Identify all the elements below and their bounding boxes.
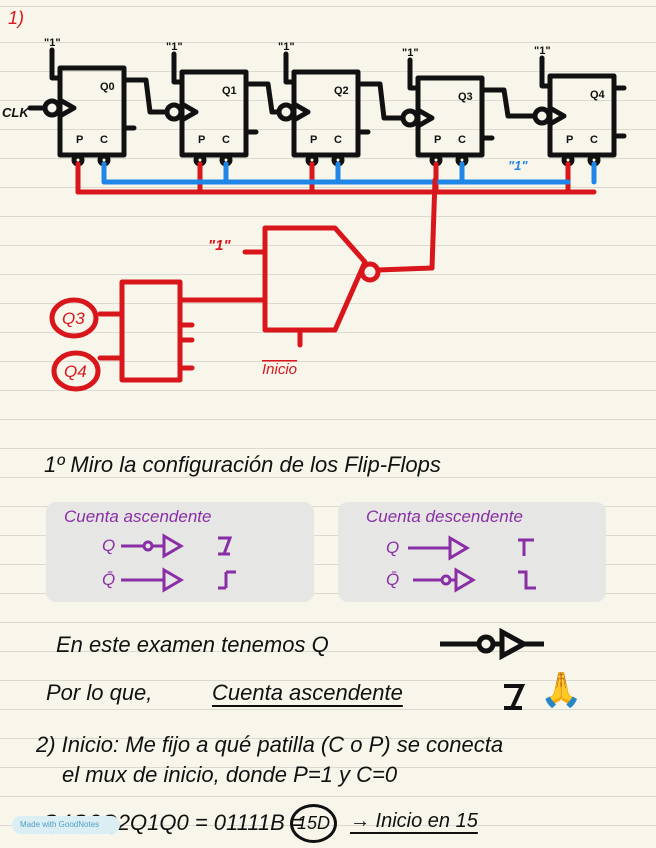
- q3-input-circle: [49, 297, 99, 339]
- clock-inverter-bubble: [532, 106, 552, 126]
- clk-label: CLK: [2, 105, 30, 120]
- high-input-label: "1": [534, 45, 551, 57]
- preset-label: P: [434, 134, 441, 146]
- clock-inverter-bubble: [400, 108, 420, 128]
- clock-inverter-bubble: [42, 98, 62, 118]
- section-marker: 1): [8, 8, 24, 28]
- goodnotes-watermark: Made with GoodNotes: [12, 816, 120, 834]
- preset-label: P: [566, 134, 573, 146]
- desc-qbar-label: Q̄: [386, 570, 400, 589]
- clear-high-label: "1": [508, 158, 528, 173]
- conclusion-prefix: Por lo que,: [46, 680, 153, 705]
- q-output-label: Q4: [590, 89, 606, 101]
- desc-clock-symbols: [408, 535, 536, 593]
- ascending-title: Cuenta ascendente: [64, 507, 212, 526]
- clock-input-icon: [179, 101, 199, 123]
- falling-edge-icon: [218, 536, 233, 556]
- gate-high-label: "1": [208, 237, 231, 254]
- clock-inverter-bubble: [164, 102, 184, 122]
- preset-label: P: [310, 134, 317, 146]
- step2-line1: 2) Inicio: Me fijo a qué patilla (C o P)…: [36, 732, 504, 757]
- desc-q-label: Q: [386, 538, 400, 557]
- descending-count-box: Cuenta descendente Q Q̄: [338, 502, 606, 602]
- high-input-label: "1": [402, 47, 419, 59]
- q-output-label: Q0: [100, 81, 115, 93]
- descending-title: Cuenta descendente: [366, 507, 523, 526]
- clear-label: C: [334, 134, 342, 146]
- q3-label: Q3: [62, 309, 85, 328]
- rising-edge-icon: [518, 538, 534, 556]
- preset-label: P: [76, 134, 83, 146]
- rising-edge-icon: [218, 570, 236, 590]
- clear-label: C: [222, 134, 230, 146]
- step1-title: 1º Miro la configuración de los Flip-Flo…: [44, 452, 441, 477]
- clock-input-icon: [415, 107, 435, 129]
- asc-qbar-label: Q̄: [102, 570, 116, 589]
- high-input-label: "1": [278, 41, 295, 53]
- clock-inverter-bubble: [276, 102, 296, 122]
- q-output-label: Q1: [222, 85, 237, 97]
- asc-clock-symbols: [121, 533, 236, 593]
- q4-input-circle: [51, 350, 101, 392]
- falling-edge-clock-symbol: [440, 628, 544, 660]
- start-result: → Inicio en 15: [350, 810, 478, 832]
- clear-label: C: [100, 134, 108, 146]
- clear-label: C: [458, 134, 466, 146]
- circled-decimal-value: 15D: [290, 804, 338, 843]
- clock-input-icon: [547, 105, 567, 127]
- falling-edge-icon: [518, 570, 536, 590]
- and-gate: [119, 279, 183, 383]
- clock-input-icon: [57, 97, 77, 119]
- ascending-count-box: Cuenta ascendente Q Q̄: [46, 502, 314, 602]
- nand-gate: [49, 177, 438, 392]
- inicio-label: Inicio: [262, 361, 297, 378]
- clock-input-icon: [291, 101, 311, 123]
- high-input-label: "1": [44, 37, 61, 49]
- conclusion-result: Cuenta ascendente: [212, 680, 403, 705]
- high-input-label: "1": [166, 41, 183, 53]
- exam-config-text: En este examen tenemos Q: [56, 632, 329, 657]
- counter-circuit-diagram: 1) CLK "1" "1" Q3 Q4 Inicio Q0P C "1" Q1P C "…: [2, 8, 627, 392]
- q-output-label: Q3: [458, 91, 473, 103]
- preset-label: P: [198, 134, 205, 146]
- falling-edge-icon: [504, 684, 526, 710]
- praying-hands-icon: 🙏: [540, 671, 583, 709]
- q-output-label: Q2: [334, 85, 349, 97]
- clear-label: C: [590, 134, 598, 146]
- asc-q-label: Q: [102, 536, 116, 555]
- step2-line2: el mux de inicio, donde P=1 y C=0: [62, 762, 398, 787]
- q4-label: Q4: [64, 362, 87, 381]
